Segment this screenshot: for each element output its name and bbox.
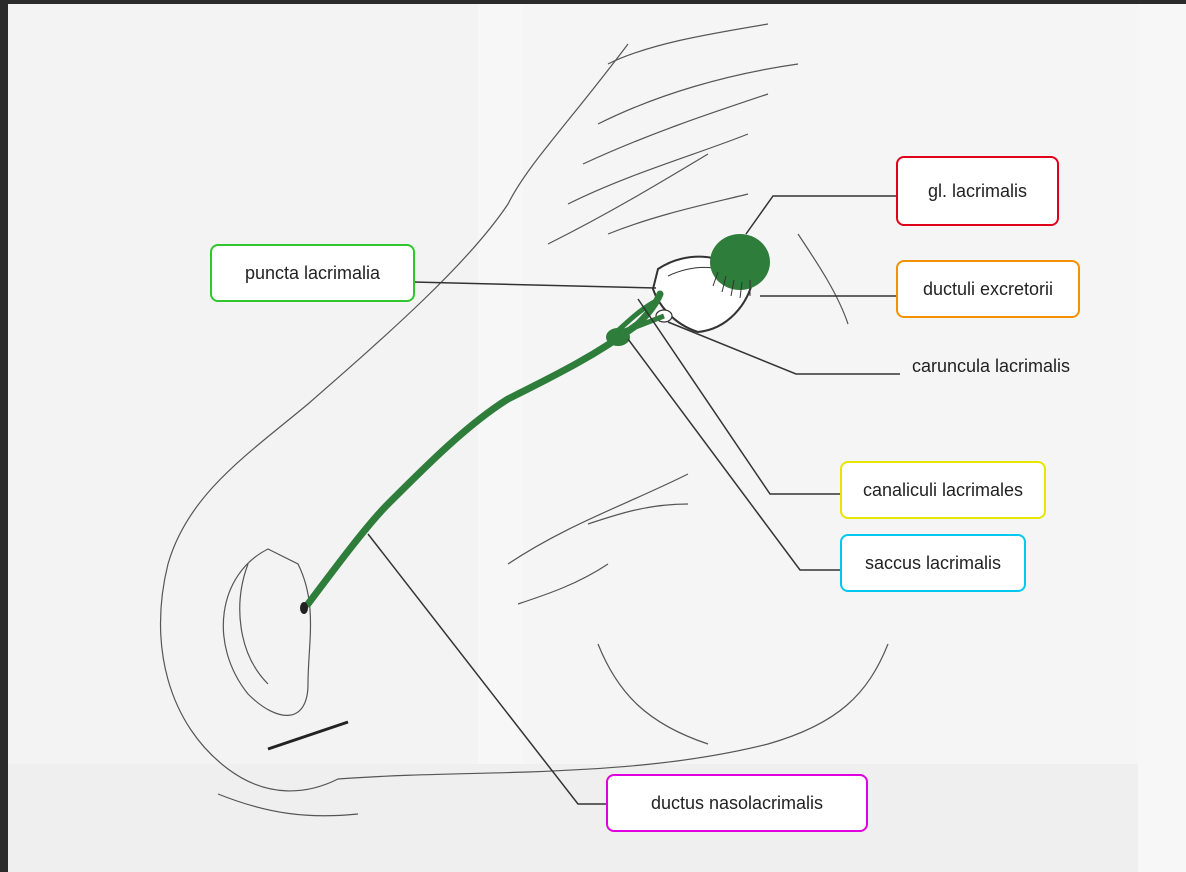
label-saccus-lacrimalis-text: saccus lacrimalis [865,553,1001,574]
duct-opening [300,602,308,614]
label-ductus-nasolacrimalis: ductus nasolacrimalis [606,774,868,832]
label-caruncula-lacrimalis: caruncula lacrimalis [912,356,1070,377]
label-canaliculi-lacrimales-text: canaliculi lacrimales [863,480,1023,501]
gland-body [710,234,770,290]
label-gl-lacrimalis-text: gl. lacrimalis [928,181,1027,202]
label-puncta-lacrimalia-text: puncta lacrimalia [245,263,380,284]
label-puncta-lacrimalia: puncta lacrimalia [210,244,415,302]
label-saccus-lacrimalis: saccus lacrimalis [840,534,1026,592]
horse-head-illustration [8,4,1186,872]
page-right-region [523,4,1138,764]
label-caruncula-lacrimalis-text: caruncula lacrimalis [912,356,1070,376]
label-gl-lacrimalis: gl. lacrimalis [896,156,1059,226]
page-bottom-text-region [8,764,1138,872]
label-ductuli-excretorii-text: ductuli excretorii [923,279,1053,300]
saccus-shape [606,328,630,346]
label-canaliculi-lacrimales: canaliculi lacrimales [840,461,1046,519]
page-left-region [8,4,478,764]
label-ductuli-excretorii: ductuli excretorii [896,260,1080,318]
label-ductus-nasolacrimalis-text: ductus nasolacrimalis [651,793,823,814]
anatomy-figure: gl. lacrimalis ductuli excretorii carunc… [8,4,1186,872]
